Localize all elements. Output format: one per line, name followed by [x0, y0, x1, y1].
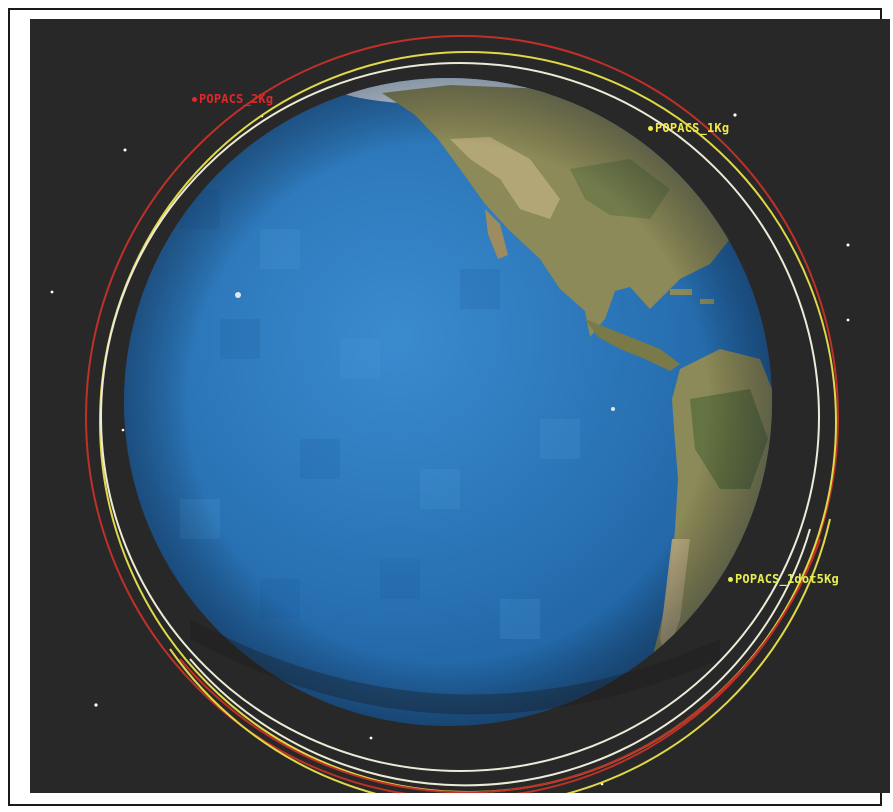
- satellite-label-2kg: POPACS_2Kg: [192, 92, 273, 106]
- orbit-white: [100, 62, 820, 772]
- star: [369, 736, 373, 740]
- star: [846, 318, 850, 322]
- orbit-yellow-front: [169, 518, 831, 793]
- orbit-red: [85, 35, 839, 793]
- star: [94, 703, 98, 707]
- star: [121, 428, 125, 432]
- earth-globe: [124, 78, 772, 726]
- space-background: POPACS_1Kg POPACS_1dot5Kg POPACS_2Kg: [30, 19, 890, 793]
- star: [123, 148, 127, 152]
- orbits-front: [169, 518, 831, 793]
- satellite-label-1dot5kg: POPACS_1dot5Kg: [728, 572, 839, 586]
- satellite-label-1kg: POPACS_1Kg: [648, 121, 729, 135]
- star: [846, 243, 850, 247]
- satellite-name: POPACS_1dot5Kg: [735, 572, 839, 586]
- orbit-scene: [50, 35, 850, 793]
- satellite-marker: [648, 126, 653, 131]
- star: [733, 113, 737, 117]
- star: [50, 290, 54, 294]
- orbit-red-front: [179, 538, 821, 793]
- satellite-marker: [192, 97, 197, 102]
- orbit-white-front: [189, 528, 811, 787]
- satellite-marker: [728, 577, 733, 582]
- satellite-name: POPACS_2Kg: [199, 92, 274, 106]
- satellite-name: POPACS_1Kg: [655, 121, 730, 135]
